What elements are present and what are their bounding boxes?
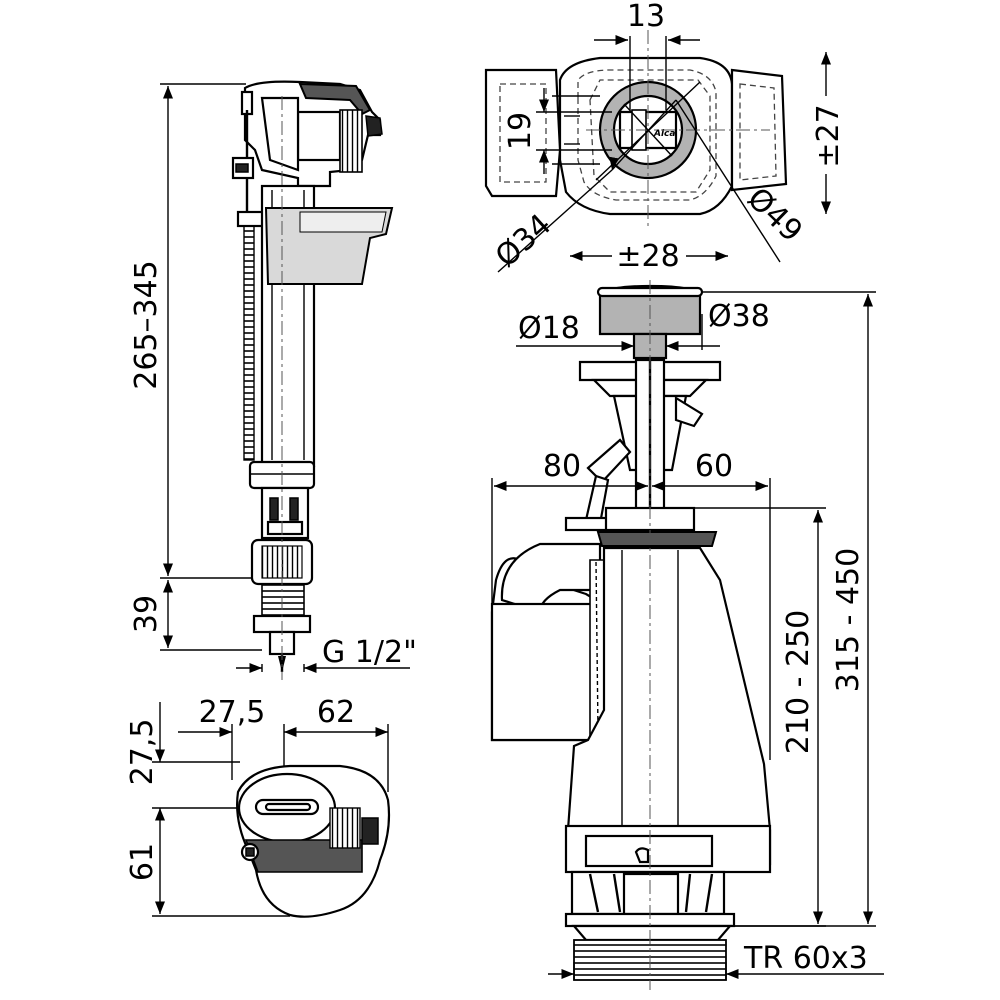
svg-text:62: 62 [317,695,355,730]
svg-text:210 - 250: 210 - 250 [781,610,816,754]
dim-fill-valve-thread: G 1/2" [236,635,417,674]
svg-text:Ø18: Ø18 [518,311,580,346]
svg-text:19: 19 [503,112,538,150]
svg-text:61: 61 [125,843,160,881]
svg-text:Ø34: Ø34 [489,207,558,274]
svg-text:80: 80 [543,449,581,484]
svg-text:13: 13 [627,0,665,34]
svg-text:315 - 450: 315 - 450 [831,548,866,692]
dim-flush-inner-height: 210 - 250 [680,507,826,927]
svg-text:TR 60x3: TR 60x3 [743,941,868,976]
svg-text:60: 60 [695,449,733,484]
svg-text:Ø38: Ø38 [708,299,770,334]
svg-text:±28: ±28 [616,239,679,274]
svg-text:27,5: 27,5 [125,719,160,786]
dim-fill-valve-height: 265–345 39 [129,83,262,651]
svg-text:39: 39 [129,595,164,633]
svg-text:265–345: 265–345 [129,260,164,390]
svg-text:Alca: Alca [653,129,675,139]
dim-lateral-travel-h: ±28 [570,239,728,274]
dim-flush-total-height: 315 - 450 [702,291,876,927]
dim-outlet-thread: TR 60x3 [548,941,884,980]
flush-valve-side-view [490,280,772,990]
dim-lateral-travel-v: ±27 [811,51,846,214]
dim-flush-cap: Ø18 Ø38 [516,299,770,352]
dim-flush-reach: 80 60 [491,449,771,760]
dim-button-hole: 13 [594,0,700,110]
dim-button-hole-b: 19 [503,88,612,174]
svg-text:Ø49: Ø49 [740,181,809,249]
svg-text:G 1/2": G 1/2" [322,635,417,670]
dim-fill-valve-top: 27,5 62 27,5 61 [125,695,389,917]
svg-text:±27: ±27 [811,104,846,167]
svg-text:27,5: 27,5 [199,695,266,730]
fill-valve-top-view [236,764,391,918]
fill-valve-side-view [231,80,394,680]
